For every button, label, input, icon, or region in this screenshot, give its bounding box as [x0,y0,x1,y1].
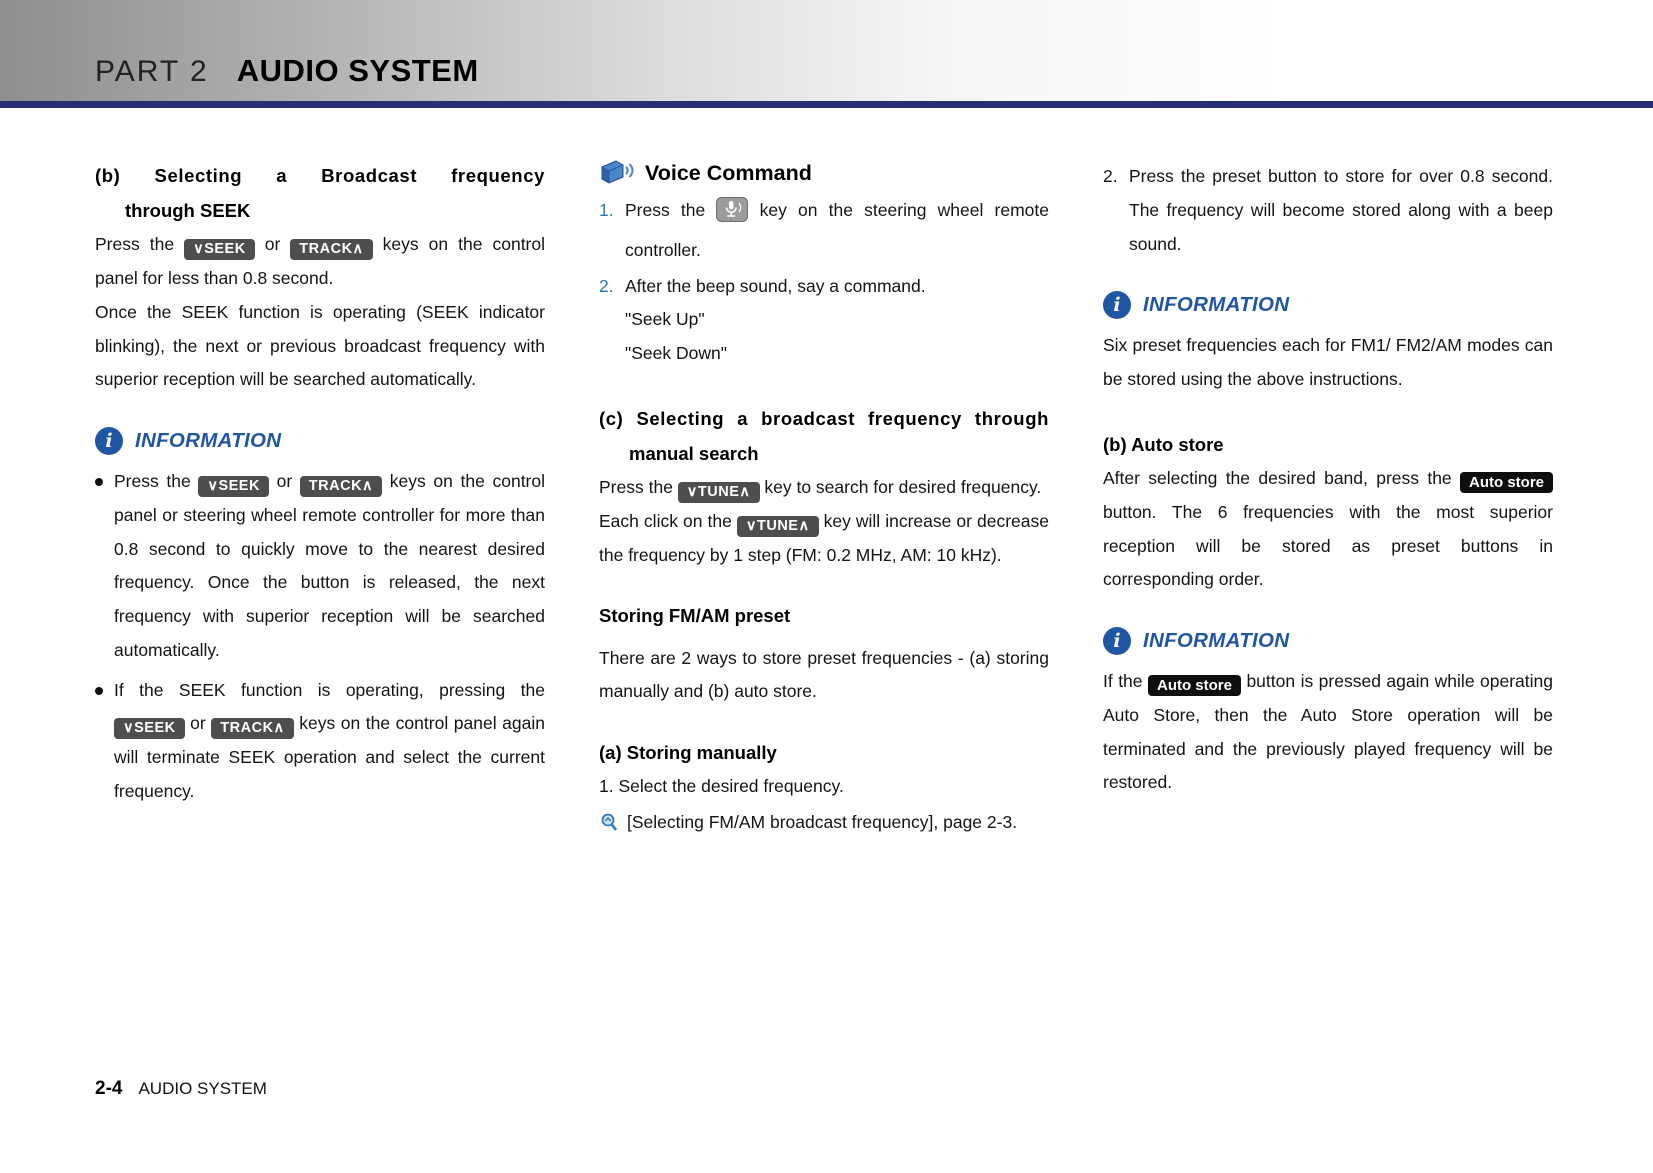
paragraph: If the Auto store button is pressed agai… [1103,665,1553,800]
info-icon: i [1103,627,1131,656]
heading-storing-preset: Storing FM/AM preset [599,605,791,627]
vseek-key-button: ∨SEEK [184,239,255,261]
auto-store-button: Auto store [1147,675,1241,697]
paragraph: Press the ∨SEEK or TRACK∧ keys on the co… [114,465,545,668]
column-3: 2. Press the preset button to store for … [1103,158,1553,840]
heading-manual-search: (c) Selecting a broadcast frequency thro… [599,401,1049,471]
text-run: or [268,471,300,492]
voice-command-header: Voice Command [599,158,1049,188]
paragraph: Press the preset button to store for ove… [1129,166,1553,254]
information-header: i INFORMATION [1103,291,1553,320]
heading-line: manual search [629,442,759,464]
paragraph: After the beep sound, say a command. [625,275,926,296]
column-1: (b) Selecting a Broadcast frequency thro… [95,158,545,840]
manual-page: PART 2 AUDIO SYSTEM (b) Selecting a Broa… [0,0,1653,1099]
footer-label: AUDIO SYSTEM [138,1079,267,1098]
paragraph: Press the ∨SEEK or TRACK∧ keys on the co… [95,228,545,296]
vtune-key-button: ∨TUNE∧ [736,515,819,537]
paragraph: Press the key on the steering wheel remo… [625,194,1049,268]
vtune-key-button: ∨TUNE∧ [677,482,760,504]
text-run: Each click on the [599,510,737,531]
text-run: If the SEEK function is operating, press… [114,679,545,700]
heading-storing-manually: (a) Storing manually [599,742,777,764]
list-number: 1. [599,200,614,220]
paragraph: After selecting the desired band, press … [1103,462,1553,597]
cross-reference: [Selecting FM/AM broadcast frequency], p… [599,806,1049,840]
track-key-button: TRACK∧ [299,476,383,498]
numbered-item: 2. After the beep sound, say a command. [599,270,1049,304]
heading-line: (c) Selecting a broadcast frequency thro… [599,407,1049,429]
mic-key-icon [716,197,749,226]
paragraph: Once the SEEK function is operating (SEE… [95,301,545,390]
reference-icon [599,812,619,840]
text-run: If the [1103,671,1148,692]
text-run: Press the [625,200,717,220]
auto-store-button: Auto store [1460,471,1553,493]
page-footer: 2-4 AUDIO SYSTEM [95,1078,267,1100]
paragraph: Six preset frequencies each for FM1/ FM2… [1103,335,1553,390]
track-key-button: TRACK∧ [211,718,294,740]
text-run: Press the [114,471,199,492]
bullet-icon [95,686,103,695]
paragraph: If the SEEK function is operating, press… [114,674,545,809]
text-run: key on the steering wheel remote control… [625,200,1049,260]
page-header: PART 2 AUDIO SYSTEM [0,0,1653,101]
paragraph: There are 2 ways to store preset frequen… [599,647,1049,702]
information-label: INFORMATION [1143,293,1290,317]
text-run: button is pressed again while operating … [1103,671,1553,793]
text-run: key will increase or decrease the freque… [599,510,1050,565]
heading-line: (b) Selecting a Broadcast frequency [95,165,545,186]
voice-phrase: "Seek Up" [625,309,705,330]
bullet-icon [95,478,103,487]
column-2: Voice Command 1. Press the key on the st… [599,158,1049,840]
text-run: After selecting the desired band, press … [1103,467,1460,488]
text-run: or [254,234,291,255]
vseek-key-button: ∨SEEK [198,476,269,498]
numbered-item: 1. Press the key on the steering wheel r… [599,194,1049,268]
voice-command-title: Voice Command [645,160,812,185]
paragraph: Press the ∨TUNE∧ key to search for desir… [599,471,1049,505]
text-run: keys on the control panel for less than … [95,234,545,289]
text-run: button. The 6 frequencies with the most … [1103,501,1553,590]
information-label: INFORMATION [1143,629,1290,653]
content-columns: (b) Selecting a Broadcast frequency thro… [0,108,1653,840]
track-key-button: TRACK∧ [290,239,373,261]
list-number: 2. [1103,166,1118,186]
text-run: keys on the control panel or steering wh… [114,471,545,660]
vseek-key-button: ∨SEEK [114,718,185,740]
voice-phrase: "Seek Down" [625,343,727,364]
heading-line: through SEEK [125,200,251,222]
numbered-item: 2. Press the preset button to store for … [1103,160,1553,261]
header-rule [0,101,1653,108]
heading-selecting-seek: (b) Selecting a Broadcast frequency thro… [95,158,545,228]
paragraph: 1. Select the desired frequency. [599,776,844,797]
reference-text: [Selecting FM/AM broadcast frequency], p… [627,811,1018,832]
paragraph: Each click on the ∨TUNE∧ key will increa… [599,505,1049,573]
information-header: i INFORMATION [95,427,545,456]
part-label: PART 2 [95,55,209,88]
text-run: key to search for desired frequency. [759,477,1042,498]
page-title: AUDIO SYSTEM [236,53,479,88]
text-run: Press the [599,477,678,498]
information-label: INFORMATION [135,429,282,453]
info-icon: i [1103,291,1131,320]
text-run: keys on the control panel again will ter… [114,713,545,801]
text-run: Press the [95,234,185,255]
list-item: If the SEEK function is operating, press… [95,674,545,809]
voice-command-icon [599,158,635,188]
heading-auto-store: (b) Auto store [1103,433,1224,455]
page-number: 2-4 [95,1078,123,1099]
text-run: or [184,713,212,734]
list-number: 2. [599,275,614,296]
info-icon: i [95,427,123,456]
list-item: Press the ∨SEEK or TRACK∧ keys on the co… [95,465,545,668]
information-header: i INFORMATION [1103,627,1553,656]
